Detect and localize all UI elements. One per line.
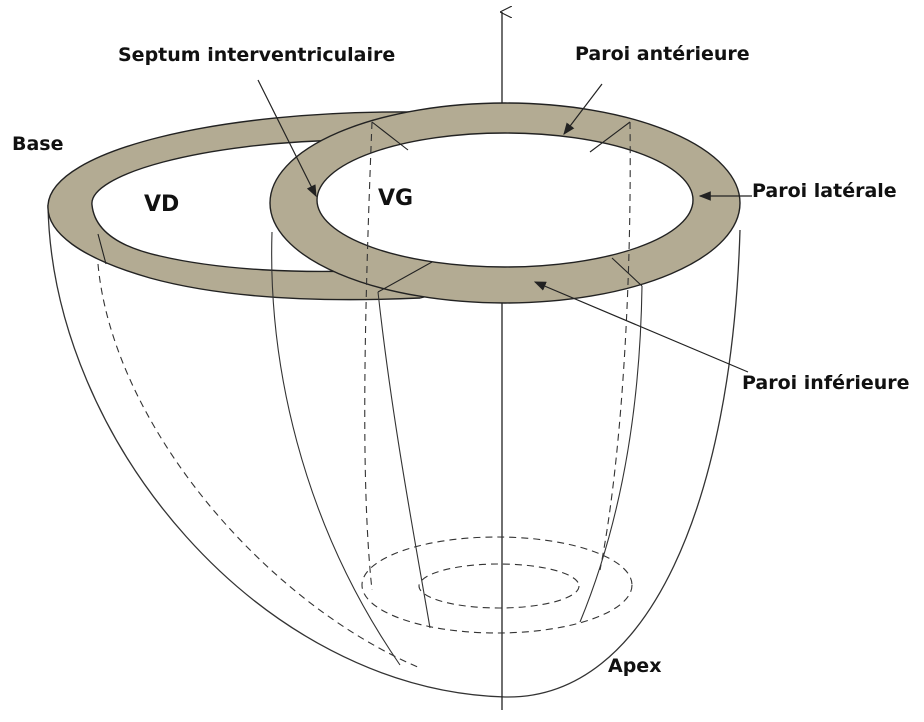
vg-label: VG (378, 186, 414, 211)
meridian-septal-solid (377, 291, 431, 629)
segment-tick-5 (97, 233, 107, 265)
apex-outer-ellipse (361, 536, 633, 634)
segment-tick-3 (377, 261, 433, 293)
paroi-inferieure-arrow (533, 281, 749, 373)
base-label: Base (12, 133, 64, 155)
paroi-anterieure-arrow (563, 83, 603, 135)
paroi-inferieure-label: Paroi inférieure (742, 372, 910, 394)
septum-label: Septum interventriculaire (118, 44, 396, 66)
paroi-laterale-label: Paroi latérale (752, 180, 897, 202)
segment-tick-2 (589, 121, 631, 153)
meridian-anterior-dashed (599, 121, 631, 571)
paroi-anterieure-label: Paroi antérieure (575, 43, 750, 65)
apex-label: Apex (608, 655, 662, 677)
heart-outer-surface (47, 204, 741, 698)
left-ventricle-cavity (316, 132, 694, 268)
segment-tick-4 (611, 257, 643, 287)
meridian-inferior-solid (579, 285, 643, 623)
apex-inner-ellipse (418, 563, 580, 609)
segment-tick-1 (371, 121, 409, 151)
meridian-rv-dashed (97, 263, 421, 669)
vd-label: VD (144, 192, 180, 217)
meridian-left-solid (271, 231, 401, 666)
meridian-septum-dashed (364, 121, 373, 591)
septum-arrow (257, 79, 317, 198)
